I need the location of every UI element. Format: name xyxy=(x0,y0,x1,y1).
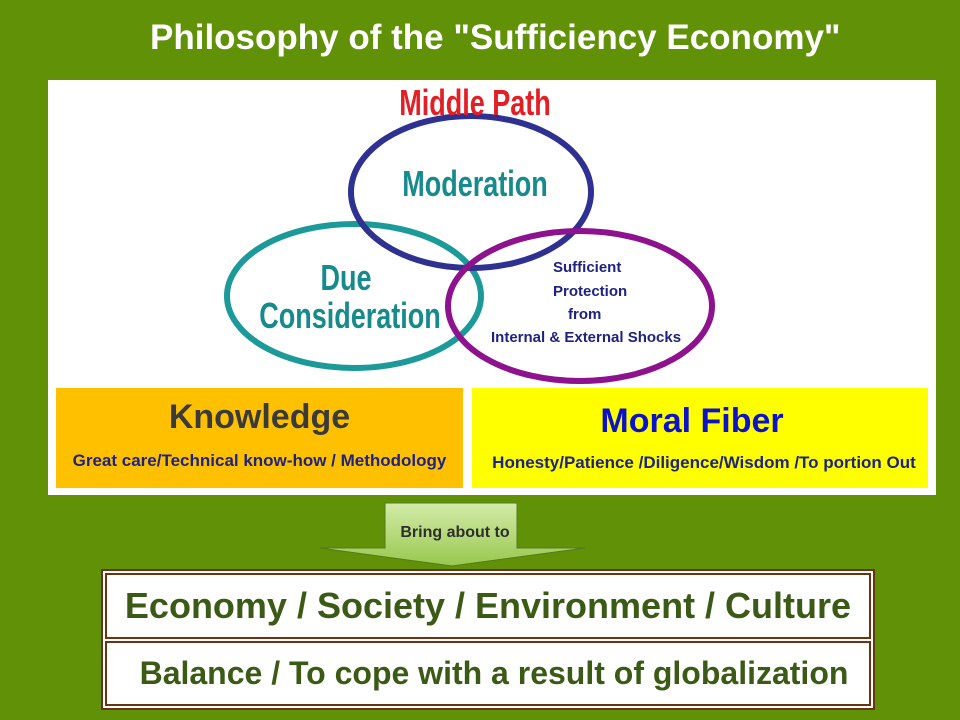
moral-fiber-detail: Honesty/Patience /Diligence/Wisdom /To p… xyxy=(492,453,916,472)
protection-line-4: Internal & External Shocks xyxy=(491,329,682,346)
protection-line-3: from xyxy=(568,306,602,323)
moderation-label: Moderation xyxy=(402,163,548,204)
knowledge-detail: Great care/Technical know-how / Methodol… xyxy=(72,451,447,470)
outcomes-frame: Economy / Society / Environment / Cultur… xyxy=(101,569,875,710)
moral-fiber-box: Moral Fiber Honesty/Patience /Diligence/… xyxy=(472,388,928,488)
moral-fiber-title: Moral Fiber xyxy=(600,402,784,440)
slide-title: Philosophy of the "Sufficiency Economy" xyxy=(150,18,841,57)
due-consideration-line-1: Due xyxy=(196,260,496,296)
protection-line-1: Sufficient xyxy=(553,259,622,276)
due-consideration-label-1: Due xyxy=(320,257,372,298)
due-consideration-label-2: Consideration xyxy=(259,295,441,336)
protection-line-2: Protection xyxy=(553,283,628,300)
middle-path-label: Middle Path xyxy=(399,82,551,123)
outcome-dimensions: Economy / Society / Environment / Cultur… xyxy=(105,573,871,639)
knowledge-title: Knowledge xyxy=(168,398,351,436)
moderation-label-wrap: Moderation xyxy=(325,166,625,202)
due-consideration-line-2: Consideration xyxy=(200,298,500,334)
outcome-result: Balance / To cope with a result of globa… xyxy=(105,640,871,706)
middle-path-heading: Middle Path xyxy=(325,85,625,121)
knowledge-box: Knowledge Great care/Technical know-how … xyxy=(56,388,463,488)
arrow-label: Bring about to xyxy=(400,524,510,541)
